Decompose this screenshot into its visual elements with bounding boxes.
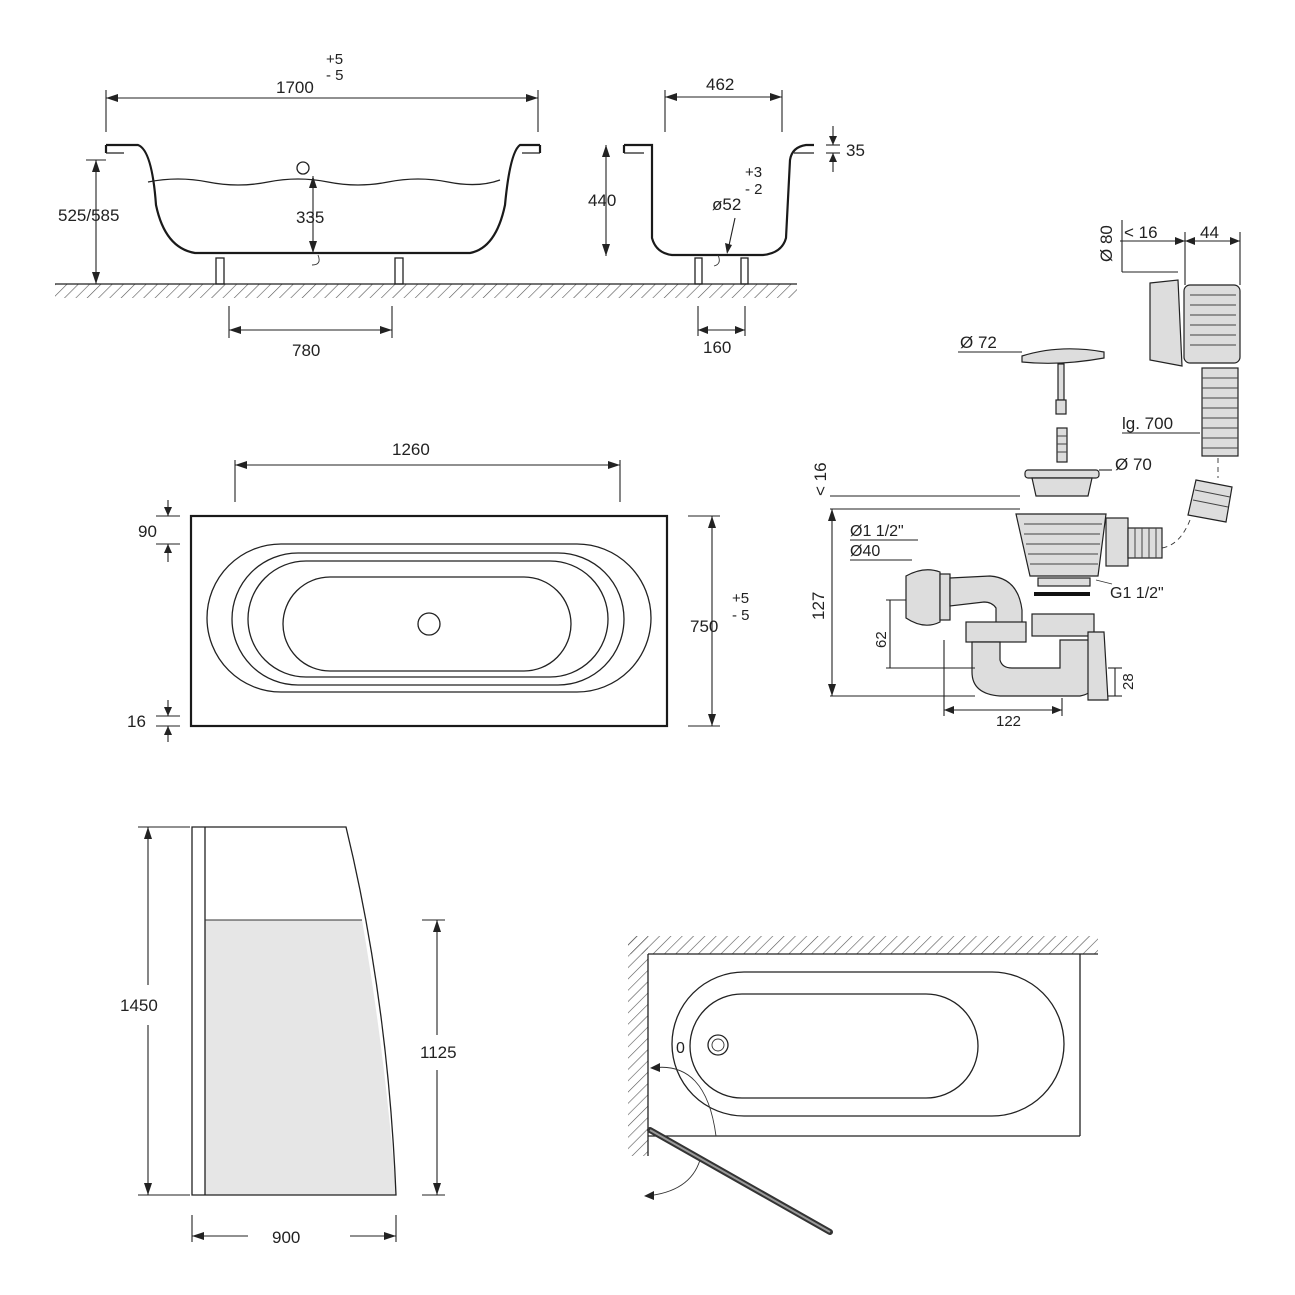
floor-hatch	[55, 284, 797, 298]
plug-diameter-label: Ø 72	[960, 333, 997, 352]
overflow-max-label: < 16	[1124, 223, 1158, 242]
water-depth-label: 335	[296, 208, 324, 227]
outlet-tol-plus: +3	[745, 164, 762, 181]
leg-left	[215, 257, 225, 285]
end-leg-right	[740, 257, 749, 285]
outlet-tol-minus: - 2	[745, 181, 763, 198]
swing-arc	[651, 1066, 717, 1137]
end-width-label: 462	[706, 75, 734, 94]
tub-end-outline	[624, 143, 814, 257]
trap-pipe	[971, 639, 1091, 697]
rim-label: 35	[846, 141, 865, 160]
screen-outline	[191, 826, 397, 1196]
overflow-body	[1183, 284, 1241, 364]
plug-cap	[1021, 348, 1105, 364]
plan-drain-icon	[707, 1034, 729, 1056]
screen-width-label: 900	[272, 1228, 300, 1247]
screen-frosted-area	[205, 920, 396, 1195]
height-label: 525/585	[58, 206, 119, 225]
length-tol-minus: - 5	[326, 67, 344, 84]
end-leg-spacing-label: 160	[703, 338, 731, 357]
length-label: 1700	[276, 78, 314, 97]
leg-right	[394, 257, 404, 285]
overflow-diameter-label: Ø 80	[1097, 225, 1116, 262]
side-view: 1700 +5 - 5 525/585 335 780	[55, 51, 797, 360]
overflow-hose	[1201, 367, 1239, 457]
overflow-depth-label: 44	[1200, 223, 1219, 242]
width-label: 750	[690, 617, 718, 636]
trap-height-label: 62	[873, 631, 890, 648]
wall-left-hatch	[628, 936, 648, 1156]
pipe-diameter-label: Ø40	[850, 543, 880, 560]
width-tol-minus: - 5	[732, 607, 750, 624]
hose-length-label: lg. 700	[1122, 414, 1173, 433]
wall-top-hatch	[628, 936, 1098, 954]
flange-diameter-label: Ø 70	[1115, 455, 1152, 474]
flange-max-label: < 16	[811, 462, 830, 496]
edge-label: 16	[127, 712, 146, 731]
width-tol-plus: +5	[732, 590, 749, 607]
frosted-height-label: 1125	[420, 1043, 457, 1062]
pipe-thread-label: Ø1 1/2"	[850, 523, 904, 540]
seal-height-label: 28	[1120, 673, 1137, 690]
trap-width-label: 122	[996, 713, 1021, 730]
end-height-label: 440	[588, 191, 616, 210]
overflow-cover	[1149, 279, 1183, 367]
end-leg-left	[694, 257, 703, 285]
length-tol-plus: +5	[326, 51, 343, 68]
inner-length-label: 1260	[392, 440, 430, 459]
outlet-cap	[905, 569, 941, 626]
water-line	[147, 178, 501, 186]
overflow-icon	[296, 161, 310, 175]
leg-spacing-label: 780	[292, 341, 320, 360]
drain-flange	[1024, 469, 1100, 479]
total-height-label: 127	[809, 592, 828, 620]
top-view: 1260 90 16 750 +5 - 5	[127, 440, 750, 742]
drain-icon	[417, 612, 441, 636]
drain-body	[1015, 513, 1107, 577]
plan-view: 0	[628, 936, 1098, 1235]
rim-width-label: 90	[138, 522, 157, 541]
tub-top-outline	[189, 514, 669, 728]
screen-height-label: 1450	[120, 996, 158, 1015]
tub-side-outline	[106, 143, 540, 255]
body-thread-label: G1 1/2"	[1110, 585, 1164, 602]
elbow-pipe	[949, 575, 1023, 625]
bath-screen: 1450 1125 900	[120, 826, 457, 1247]
end-view: 462 440 35 +3 - 2 ø52 160	[588, 75, 865, 357]
hinge-mark-label: 0	[676, 1040, 685, 1057]
waste-kit: < 16 44 Ø 80 lg. 700 Ø 72 Ø 70	[809, 220, 1241, 730]
outlet-diameter-label: ø52	[712, 195, 741, 214]
